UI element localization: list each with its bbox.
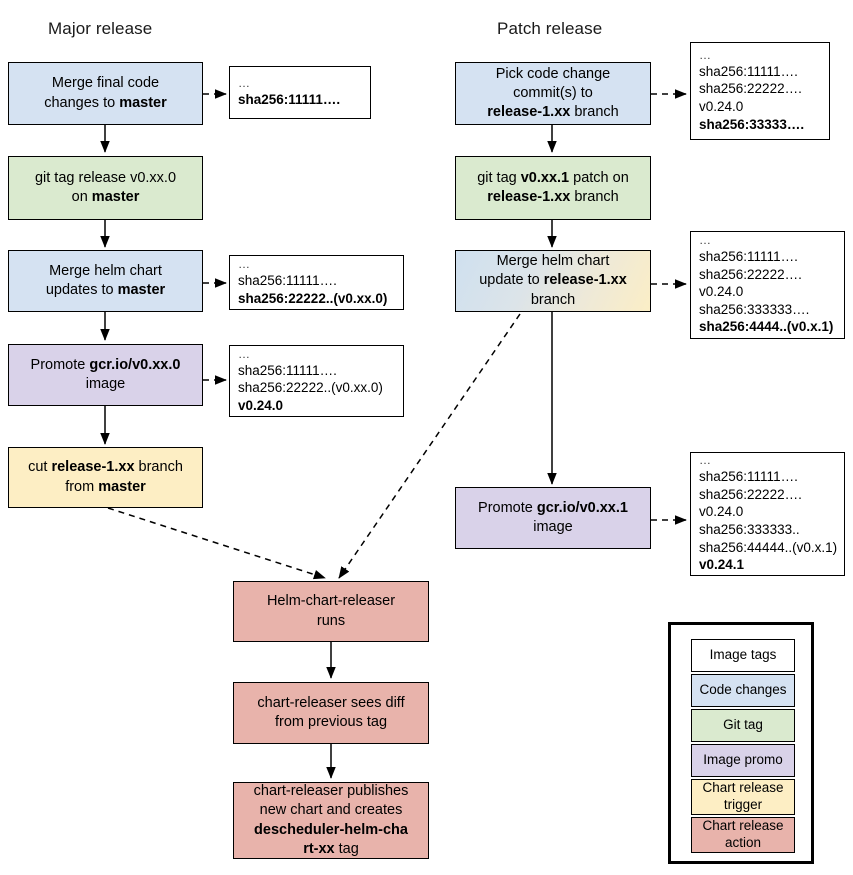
note-line: sha256:11111…. bbox=[699, 249, 798, 265]
legend-item-chart-release-trigger[interactable]: Chart release trigger bbox=[691, 779, 795, 815]
note-line: v0.24.0 bbox=[699, 99, 744, 114]
note-line: … bbox=[699, 453, 713, 468]
note-line: v0.24.1 bbox=[699, 557, 745, 573]
note-line: sha256:33333…. bbox=[699, 116, 805, 132]
note-line: sha256:44444..(v0.x.1) bbox=[699, 539, 838, 555]
note-image-tags-major-3: …sha256:11111…. sha256:22222..(v0.xx.0)v0… bbox=[229, 345, 404, 417]
note-line: … bbox=[238, 256, 252, 271]
note-line: sha256:22222..(v0.xx.0) bbox=[238, 290, 388, 306]
note-image-tags-major-2: …sha256:11111…. sha256:22222..(v0.xx.0) bbox=[229, 255, 404, 310]
legend-item-code-changes[interactable]: Code changes bbox=[691, 674, 795, 707]
note-image-tags-patch-3: …sha256:11111….sha256:22222…. v0.24.0 sha2… bbox=[690, 452, 845, 576]
note-line: sha256:333333…. bbox=[699, 301, 810, 317]
note-image-tags-major-1: …sha256:11111…. bbox=[229, 66, 371, 119]
note-line: v0.24.0 bbox=[699, 284, 744, 300]
note-line: v0.24.0 bbox=[699, 504, 744, 520]
note-line: sha256:11111…. bbox=[238, 272, 337, 288]
legend-label: Image tags bbox=[709, 647, 777, 663]
legend-label: Git tag bbox=[723, 717, 763, 733]
note-line: sha256:11111…. bbox=[699, 469, 798, 485]
note-line: sha256:22222…. bbox=[699, 486, 802, 502]
note-line: sha256:4444..(v0.x.1) bbox=[699, 319, 834, 335]
note-image-tags-patch-1: …sha256:11111…. sha256:22222…. v0.24.0 sha2… bbox=[690, 42, 830, 140]
legend-item-chart-release-action[interactable]: Chart release action bbox=[691, 817, 795, 853]
note-line: sha256:333333.. bbox=[699, 522, 800, 537]
note-line: sha256:11111…. bbox=[238, 91, 341, 107]
legend-label: Chart release trigger bbox=[702, 780, 784, 812]
column-title-major: Major release bbox=[48, 19, 153, 38]
note-line: sha256:11111…. bbox=[699, 63, 798, 79]
column-title-patch: Patch release bbox=[497, 19, 603, 38]
note-line: … bbox=[699, 47, 713, 62]
note-line: sha256:22222…. bbox=[699, 266, 802, 282]
note-line: sha256:22222…. bbox=[699, 81, 802, 97]
legend-item-image-tags[interactable]: Image tags bbox=[691, 639, 795, 672]
legend-item-image-promo[interactable]: Image promo bbox=[691, 744, 795, 777]
note-line: sha256:22222..(v0.xx.0) bbox=[238, 380, 383, 396]
note-line: … bbox=[238, 346, 252, 361]
legend-label: Code changes bbox=[699, 682, 787, 698]
note-line: v0.24.0 bbox=[238, 397, 284, 413]
note-line: … bbox=[238, 75, 252, 90]
note-line: sha256:11111…. bbox=[238, 362, 337, 378]
legend-frame: Image tags Code changes Git tag Image pr… bbox=[668, 622, 814, 864]
legend-label: Image promo bbox=[703, 752, 783, 768]
note-line: … bbox=[699, 233, 713, 248]
legend-label: Chart release action bbox=[702, 818, 784, 850]
legend-item-git-tag[interactable]: Git tag bbox=[691, 709, 795, 742]
